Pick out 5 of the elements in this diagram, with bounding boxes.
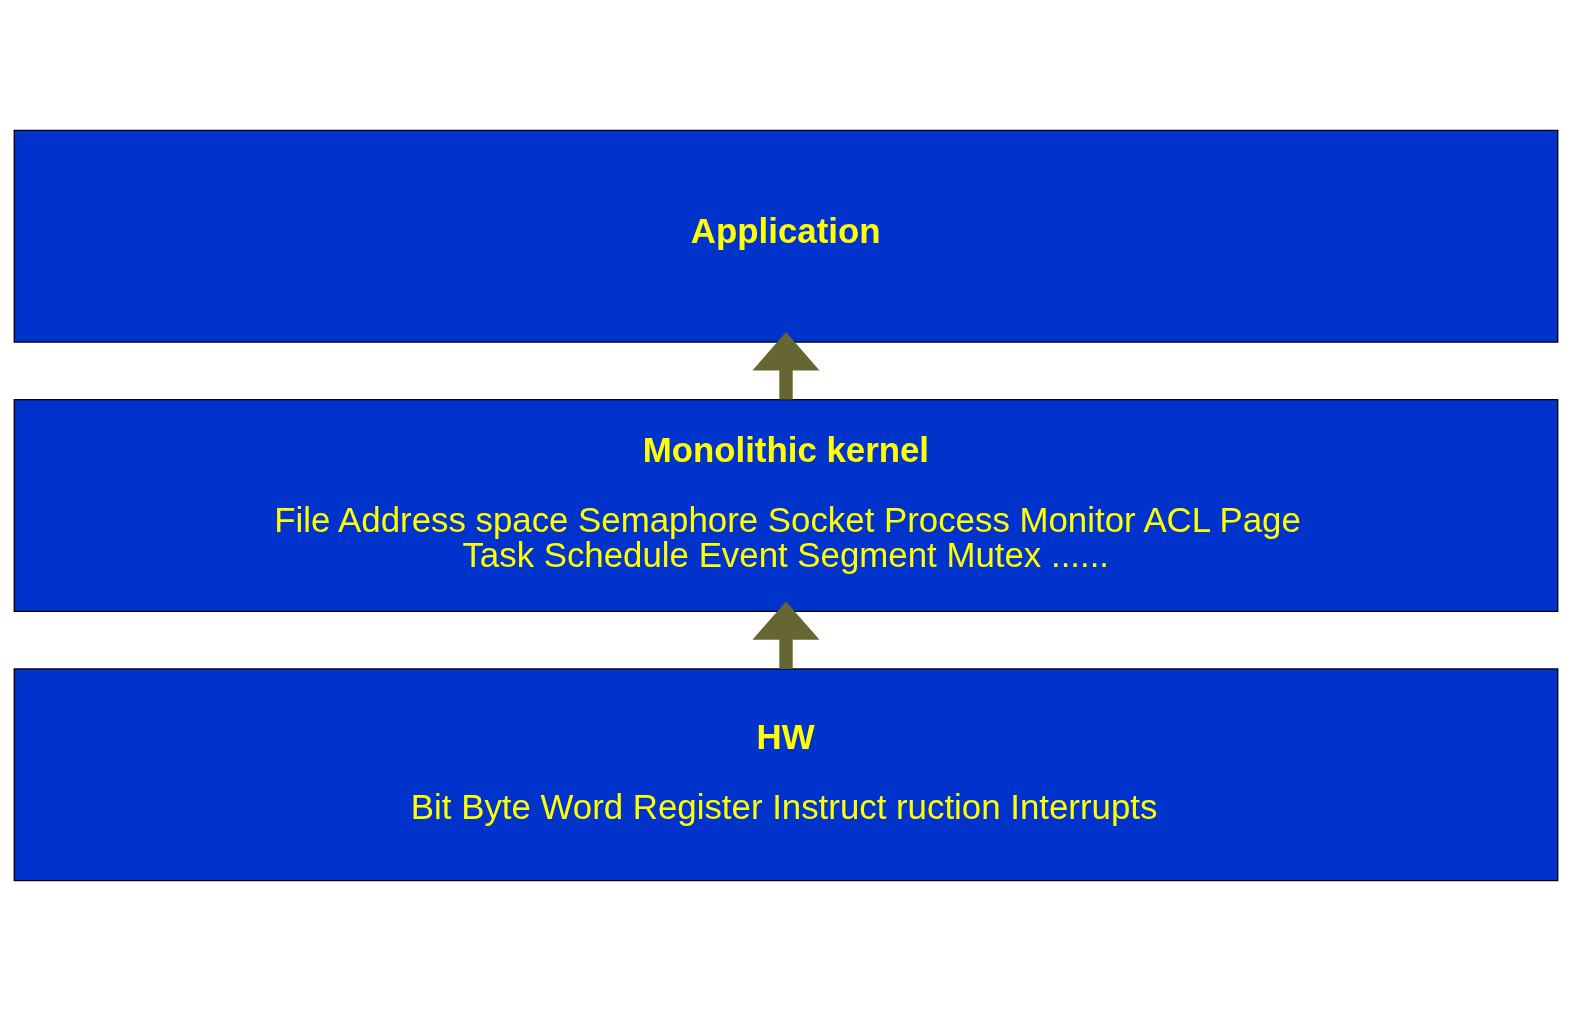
arrow: [752, 331, 820, 400]
arrow: [752, 600, 820, 669]
node-box: Application: [13, 129, 1559, 343]
node-box: HW Bit Byte Word Register Instruct ruction Interrupts: [13, 667, 1559, 881]
node-box: Monolithic kernel File Address space Semaphore Socket Process Monitor ACL Page Task Schedule Event Segment Mutex ......: [13, 398, 1559, 612]
